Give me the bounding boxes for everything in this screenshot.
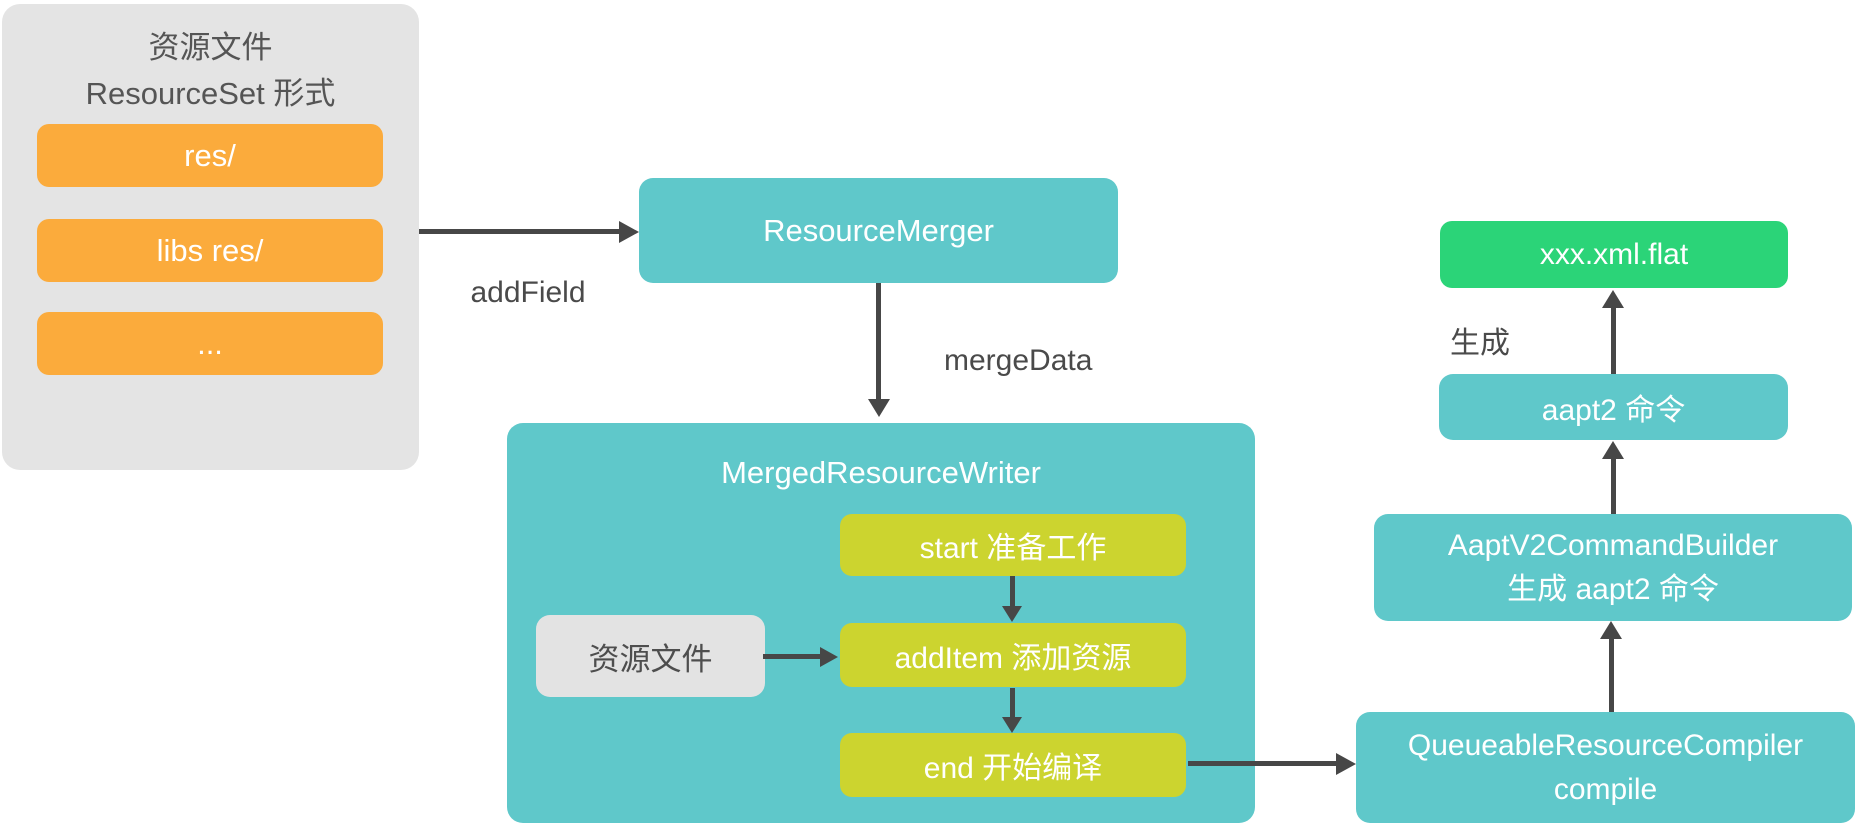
resource-set-panel-title-line2: ResourceSet 形式 bbox=[85, 76, 336, 111]
node-queueable-resource-compiler: QueueableResourceCompiler compile bbox=[1356, 712, 1855, 823]
node-add-item-step: addItem 添加资源 bbox=[840, 623, 1186, 687]
queueable-resource-compiler-line1: QueueableResourceCompiler bbox=[1407, 728, 1804, 762]
node-aapt-v2-command-builder: AaptV2CommandBuilder 生成 aapt2 命令 bbox=[1374, 514, 1852, 621]
edge-label-add-field: addField bbox=[470, 276, 586, 309]
aapt-v2-command-builder-line2: 生成 aapt2 命令 bbox=[1507, 572, 1719, 606]
node-aapt2-command: aapt2 命令 bbox=[1439, 374, 1788, 440]
queueable-resource-compiler-line2: compile bbox=[1553, 772, 1658, 806]
aapt-v2-command-builder-line1: AaptV2CommandBuilder bbox=[1447, 528, 1779, 562]
node-end-step: end 开始编译 bbox=[840, 733, 1186, 797]
arrowhead-up-icon bbox=[1602, 290, 1624, 308]
node-start-step: start 准备工作 bbox=[840, 514, 1186, 576]
merged-resource-writer-title: MergedResourceWriter bbox=[721, 455, 1041, 490]
arrowhead-down-icon bbox=[1002, 606, 1022, 622]
resource-set-panel-title-line1: 资源文件 bbox=[148, 30, 273, 65]
node-resource-file: 资源文件 bbox=[536, 615, 765, 697]
arrowhead-right-icon bbox=[820, 647, 838, 667]
node-resource-merger: ResourceMerger bbox=[639, 178, 1118, 283]
resource-set-item-res: res/ bbox=[37, 124, 383, 187]
arrowhead-up-icon bbox=[1600, 621, 1622, 639]
arrowhead-up-icon bbox=[1602, 441, 1624, 459]
arrowhead-right-icon bbox=[619, 221, 639, 243]
node-flat-output: xxx.xml.flat bbox=[1440, 221, 1788, 288]
arrowhead-down-icon bbox=[868, 399, 890, 417]
edge-label-merge-data: mergeData bbox=[944, 344, 1093, 377]
arrowhead-down-icon bbox=[1002, 717, 1022, 733]
arrowhead-right-icon bbox=[1336, 753, 1356, 775]
resource-set-item-libs-res: libs res/ bbox=[37, 219, 383, 282]
edge-label-generate: 生成 bbox=[1450, 327, 1510, 360]
resource-set-item-more: ... bbox=[37, 312, 383, 375]
